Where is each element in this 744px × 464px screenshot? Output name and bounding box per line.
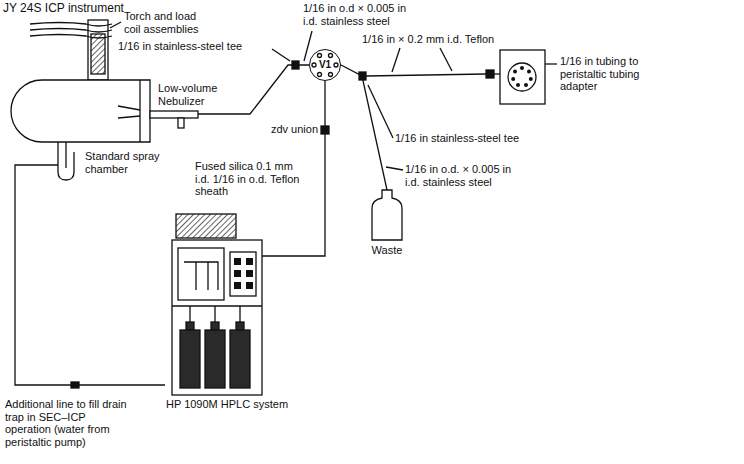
drain-trap [58, 142, 74, 180]
leader-line [304, 31, 312, 61]
rotor-rollers [511, 66, 533, 87]
chamber-inner-tube [118, 106, 140, 118]
roller [520, 66, 524, 70]
teflon-tube [494, 73, 500, 74]
roller [529, 77, 533, 81]
leader-line [386, 167, 403, 170]
valve: V1 [309, 49, 341, 81]
hplc-system: HP 1090M HPLC system [172, 240, 262, 395]
leader-line [392, 48, 400, 72]
key [234, 282, 241, 289]
leader-line [545, 63, 557, 64]
tubing-label: 1/16 in o.d. × 0.005 in i.d. stainless s… [405, 163, 523, 188]
node-label: HP 1090M HPLC system [166, 398, 306, 411]
pump-rotor [508, 63, 536, 91]
torch-tube [88, 20, 108, 80]
roller [527, 69, 531, 73]
valve-port [318, 73, 322, 77]
node-label: Waste [357, 244, 417, 257]
chamber-end-plate [139, 80, 140, 142]
teflon-tube [366, 74, 486, 76]
tubing-connector [341, 65, 387, 190]
tubing-union [71, 382, 79, 388]
nebulizer-gas-port [178, 118, 184, 128]
roller [511, 77, 515, 81]
key [246, 270, 253, 277]
load-coil [30, 23, 112, 27]
part-label: Low-volume Nebulizer [158, 82, 228, 107]
hplc-cabinet [172, 240, 262, 395]
column-oven [176, 214, 236, 238]
bottle-cap [211, 322, 219, 330]
torch-plasma [91, 34, 105, 74]
solvent-bottle [180, 330, 200, 388]
leader-line [368, 85, 393, 138]
valve-port [312, 63, 316, 67]
peristaltic-pump [500, 50, 545, 104]
leader-line [440, 48, 452, 71]
part-label: 1/16 in stainless-steel tee [395, 132, 570, 145]
tubing-label: 1/16 in × 0.2 mm i.d. Teflon [362, 33, 532, 46]
load-coil [30, 29, 112, 33]
roller [513, 69, 517, 73]
keypad-keys [234, 258, 253, 289]
hplc-plumbing [184, 262, 218, 290]
bottle-cap [186, 322, 194, 330]
valve-port [329, 54, 333, 58]
leader-line [272, 49, 290, 61]
waste-bottle: Waste [370, 190, 404, 241]
waste-bottle-outline [372, 190, 402, 240]
solvent-bottle [230, 330, 250, 388]
key [234, 270, 241, 277]
fill-line [15, 165, 165, 385]
roller [516, 83, 520, 87]
key [246, 258, 253, 265]
node-label: V1 [319, 59, 331, 71]
solvent-bottle [205, 330, 225, 388]
part-label: Torch and load coil assemblies [124, 10, 214, 35]
tubing-label: 1/16 in tubing to peristaltic tubing ada… [560, 55, 655, 93]
valve-port [318, 54, 322, 58]
nebulizer [150, 111, 198, 118]
valve-port [329, 73, 333, 77]
key [246, 282, 253, 289]
tubing-label: 1/16 in o.d × 0.005 in i.d. stainless st… [303, 2, 419, 27]
tubing-adapter [486, 70, 494, 78]
bottle-cap [236, 322, 244, 330]
hplc-shelf [172, 305, 262, 306]
valve-port [334, 63, 338, 67]
load-coil [30, 35, 112, 39]
hplc-keypad [230, 252, 256, 296]
note-text: Additional line to fill drain trap in SE… [5, 398, 130, 449]
illustration-group [11, 20, 557, 395]
hplc-panel [178, 248, 224, 300]
roller [524, 83, 528, 87]
part-label: 1/16 in stainless-steel tee [118, 40, 293, 53]
solvent-bottles [180, 322, 250, 388]
tubing-label: Fused silica 0.1 mm i.d. 1/16 in o.d. Te… [195, 160, 305, 198]
part-label: zdv union [262, 123, 318, 136]
solvent-lines [190, 306, 240, 322]
key [234, 258, 241, 265]
node-label: Standard spray chamber [85, 150, 165, 175]
spray-chamber-body [11, 80, 150, 142]
leader-line [110, 22, 121, 28]
